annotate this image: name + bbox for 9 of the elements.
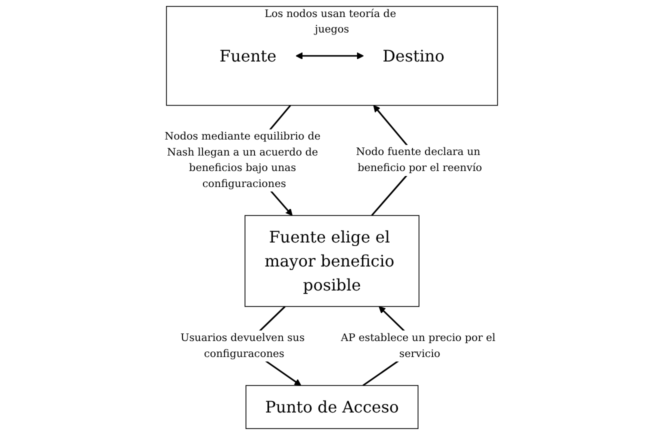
arrow bbox=[296, 52, 364, 60]
node-text: Destino bbox=[382, 46, 444, 66]
edge-label: Nodo fuente declara un beneficio por el reenvío bbox=[356, 146, 482, 174]
node-text: Fuente bbox=[220, 46, 276, 66]
edge-label: Usuarios devuelven sus configuracones bbox=[180, 332, 305, 360]
node-box: Punto de Acceso bbox=[246, 385, 418, 430]
edge-label: Nodos mediante equilibrio de Nash llegan a un acuerdo de beneficios bajo unas configuraciones bbox=[164, 130, 321, 190]
edge-label: AP establece un precio por el servicio bbox=[340, 332, 496, 360]
node-box: Fuente elige el mayor beneficio posible bbox=[244, 215, 420, 307]
